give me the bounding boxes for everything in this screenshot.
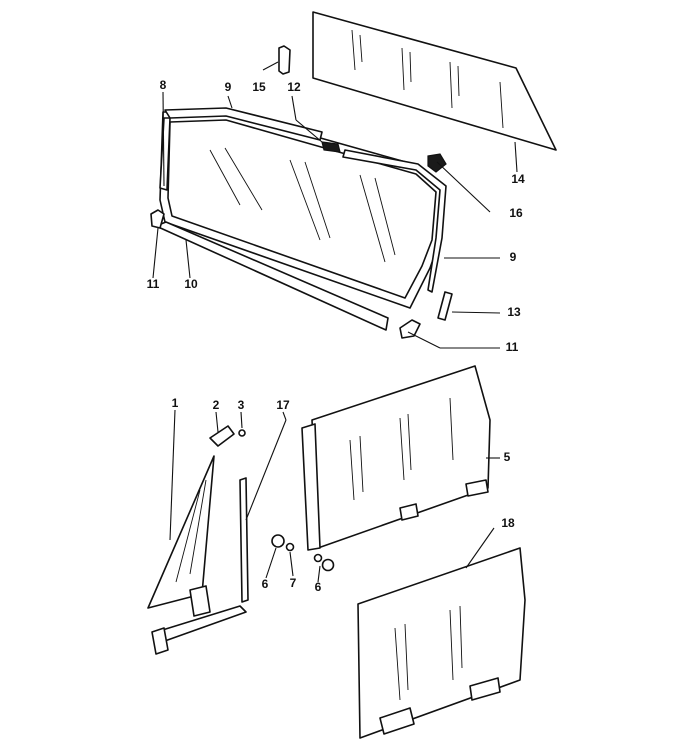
callout-9-right: 9 bbox=[510, 250, 517, 264]
callout-15: 15 bbox=[252, 80, 266, 94]
door-window-glass bbox=[301, 365, 491, 551]
hardware-nut-right bbox=[321, 558, 335, 572]
molding-end-clip-right bbox=[399, 319, 421, 339]
callout-2: 2 bbox=[213, 398, 220, 412]
callout-16: 16 bbox=[509, 206, 523, 220]
callout-12: 12 bbox=[287, 80, 301, 94]
callout-6-left: 6 bbox=[262, 577, 269, 591]
callout-3: 3 bbox=[238, 398, 245, 412]
molding-end-clip-left bbox=[150, 209, 165, 229]
vent-window-frame bbox=[151, 477, 249, 655]
callout-13: 13 bbox=[507, 305, 521, 319]
callout-6-right: 6 bbox=[315, 580, 322, 594]
hardware-washer bbox=[285, 542, 295, 552]
callout-8: 8 bbox=[160, 78, 167, 92]
hardware-washer-right bbox=[313, 553, 323, 563]
callout-11-right: 11 bbox=[506, 340, 519, 354]
latch-screw bbox=[238, 429, 246, 437]
callout-14: 14 bbox=[511, 172, 525, 186]
vent-window bbox=[147, 455, 215, 617]
callout-5: 5 bbox=[504, 450, 511, 464]
rear-window-glass bbox=[312, 11, 557, 151]
small-molding-strip bbox=[278, 45, 291, 75]
hardware-nut-left bbox=[271, 534, 285, 548]
side-molding-strip bbox=[437, 291, 453, 321]
windshield-glass bbox=[159, 111, 445, 309]
callout-7: 7 bbox=[290, 576, 297, 590]
molding-joint-clip bbox=[321, 141, 341, 153]
windshield-lower-molding bbox=[155, 221, 389, 331]
callout-1: 1 bbox=[172, 396, 179, 410]
callout-11-left: 11 bbox=[147, 277, 160, 291]
callout-9-top: 9 bbox=[225, 80, 232, 94]
latch-handle bbox=[209, 425, 235, 447]
callout-10: 10 bbox=[184, 277, 198, 291]
door-window-glass-alt bbox=[357, 547, 526, 739]
callout-18: 18 bbox=[501, 516, 515, 530]
callout-labels: 1 2 3 5 6 6 7 8 9 9 10 11 11 12 13 14 15… bbox=[147, 78, 525, 594]
corner-bracket bbox=[427, 153, 447, 173]
callout-17: 17 bbox=[276, 398, 290, 412]
leader-lines bbox=[152, 61, 518, 583]
